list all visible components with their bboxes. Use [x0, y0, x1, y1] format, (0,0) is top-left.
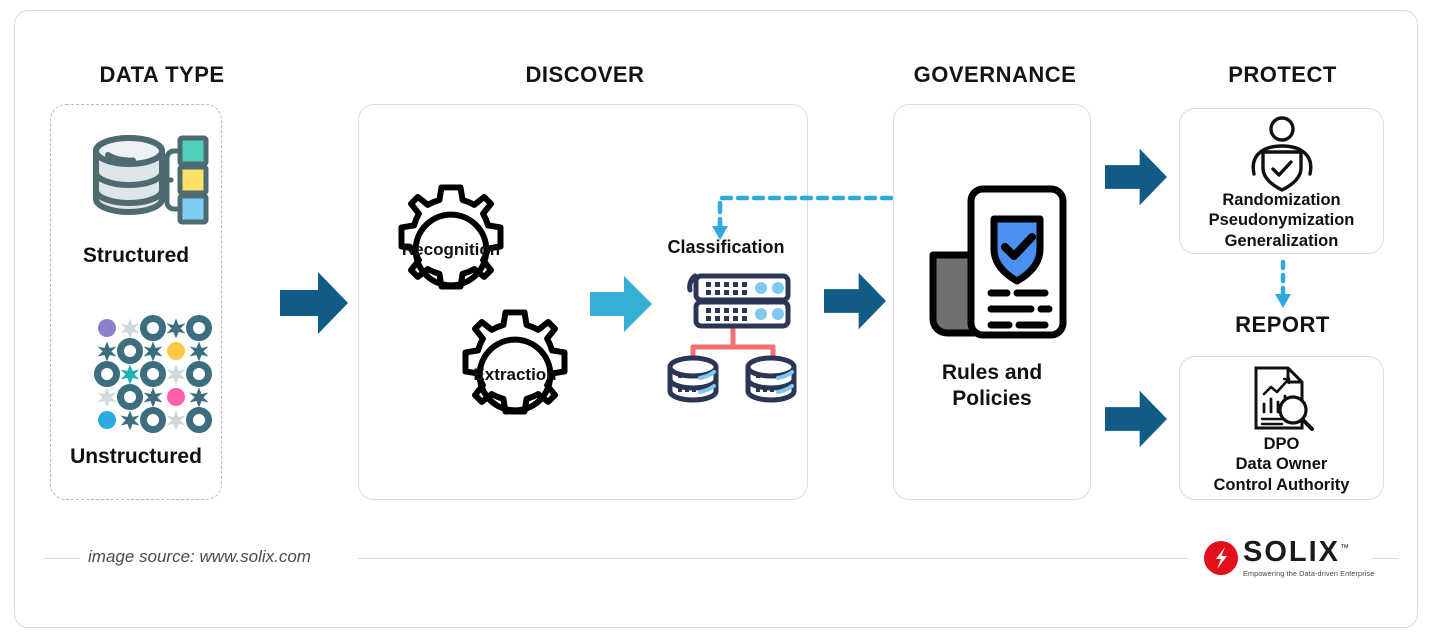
governance-caption: Rules and Policies	[893, 360, 1091, 412]
arrow-governance-to-protect-icon	[1105, 148, 1167, 206]
arrow-datatype-to-discover-icon	[280, 272, 348, 334]
report-line-2: Data Owner	[1235, 455, 1328, 474]
database-stack-icon	[88, 122, 210, 238]
solix-logo-text: SOLIX™ Empowering the Data-driven Enterp…	[1243, 538, 1375, 579]
governance-caption-line-1: Rules and	[941, 361, 1043, 384]
column-title-protect: PROTECT	[1228, 62, 1337, 87]
image-source-text: image source: www.solix.com	[88, 547, 311, 566]
classification-label: Classification	[667, 237, 785, 257]
solix-tagline: Empowering the Data-driven Enterprise	[1243, 569, 1375, 578]
report-lines: DPO Data Owner Control Authority	[1179, 434, 1384, 495]
document-shield-check-icon	[915, 175, 1075, 347]
solix-trademark: ™	[1340, 542, 1350, 553]
footer-divider-left	[44, 558, 80, 559]
unstructured-grid-icon	[94, 315, 212, 433]
person-shield-check-icon	[1244, 116, 1320, 192]
report-line-3: Control Authority	[1213, 475, 1350, 494]
protect-line-1: Randomization	[1222, 191, 1341, 209]
cyan-arrow-right-icon	[590, 276, 652, 332]
unstructured-label: Unstructured	[70, 445, 202, 468]
report-line-1: DPO	[1263, 435, 1300, 453]
protect-lines: Randomization Pseudonymization Generaliz…	[1179, 190, 1384, 251]
gear-extraction-label: Extraction	[473, 365, 557, 384]
gear-extraction-icon	[447, 307, 583, 443]
solix-wordmark: SOLIX™	[1243, 538, 1374, 567]
gear-recognition-icon	[383, 182, 519, 318]
column-title-data-type: DATA TYPE	[99, 62, 225, 87]
dotted-protect-to-report-icon	[1272, 259, 1294, 312]
column-title-governance: GOVERNANCE	[913, 62, 1077, 87]
solix-logo-mark-icon	[1204, 541, 1238, 575]
structured-label: Structured	[82, 244, 190, 267]
governance-caption-line-2: Policies	[952, 387, 1032, 411]
gear-recognition-label: Recognition	[401, 240, 501, 259]
column-title-discover: DISCOVER	[525, 62, 645, 87]
solix-logo: SOLIX™ Empowering the Data-driven Enterp…	[1204, 538, 1374, 578]
column-title-report: REPORT	[1235, 312, 1330, 337]
footer-divider-middle	[358, 558, 1188, 559]
server-database-icon	[648, 266, 797, 403]
dashed-feedback-connector-icon	[706, 190, 974, 250]
protect-line-2: Pseudonymization	[1208, 211, 1355, 230]
arrow-discover-to-governance-icon	[824, 272, 886, 330]
solix-wordmark-text: SOLIX	[1243, 536, 1341, 568]
footer-divider-right	[1372, 558, 1398, 559]
arrow-governance-to-report-icon	[1105, 390, 1167, 448]
report-chart-magnifier-icon	[1246, 364, 1318, 434]
protect-line-3: Generalization	[1224, 231, 1339, 250]
